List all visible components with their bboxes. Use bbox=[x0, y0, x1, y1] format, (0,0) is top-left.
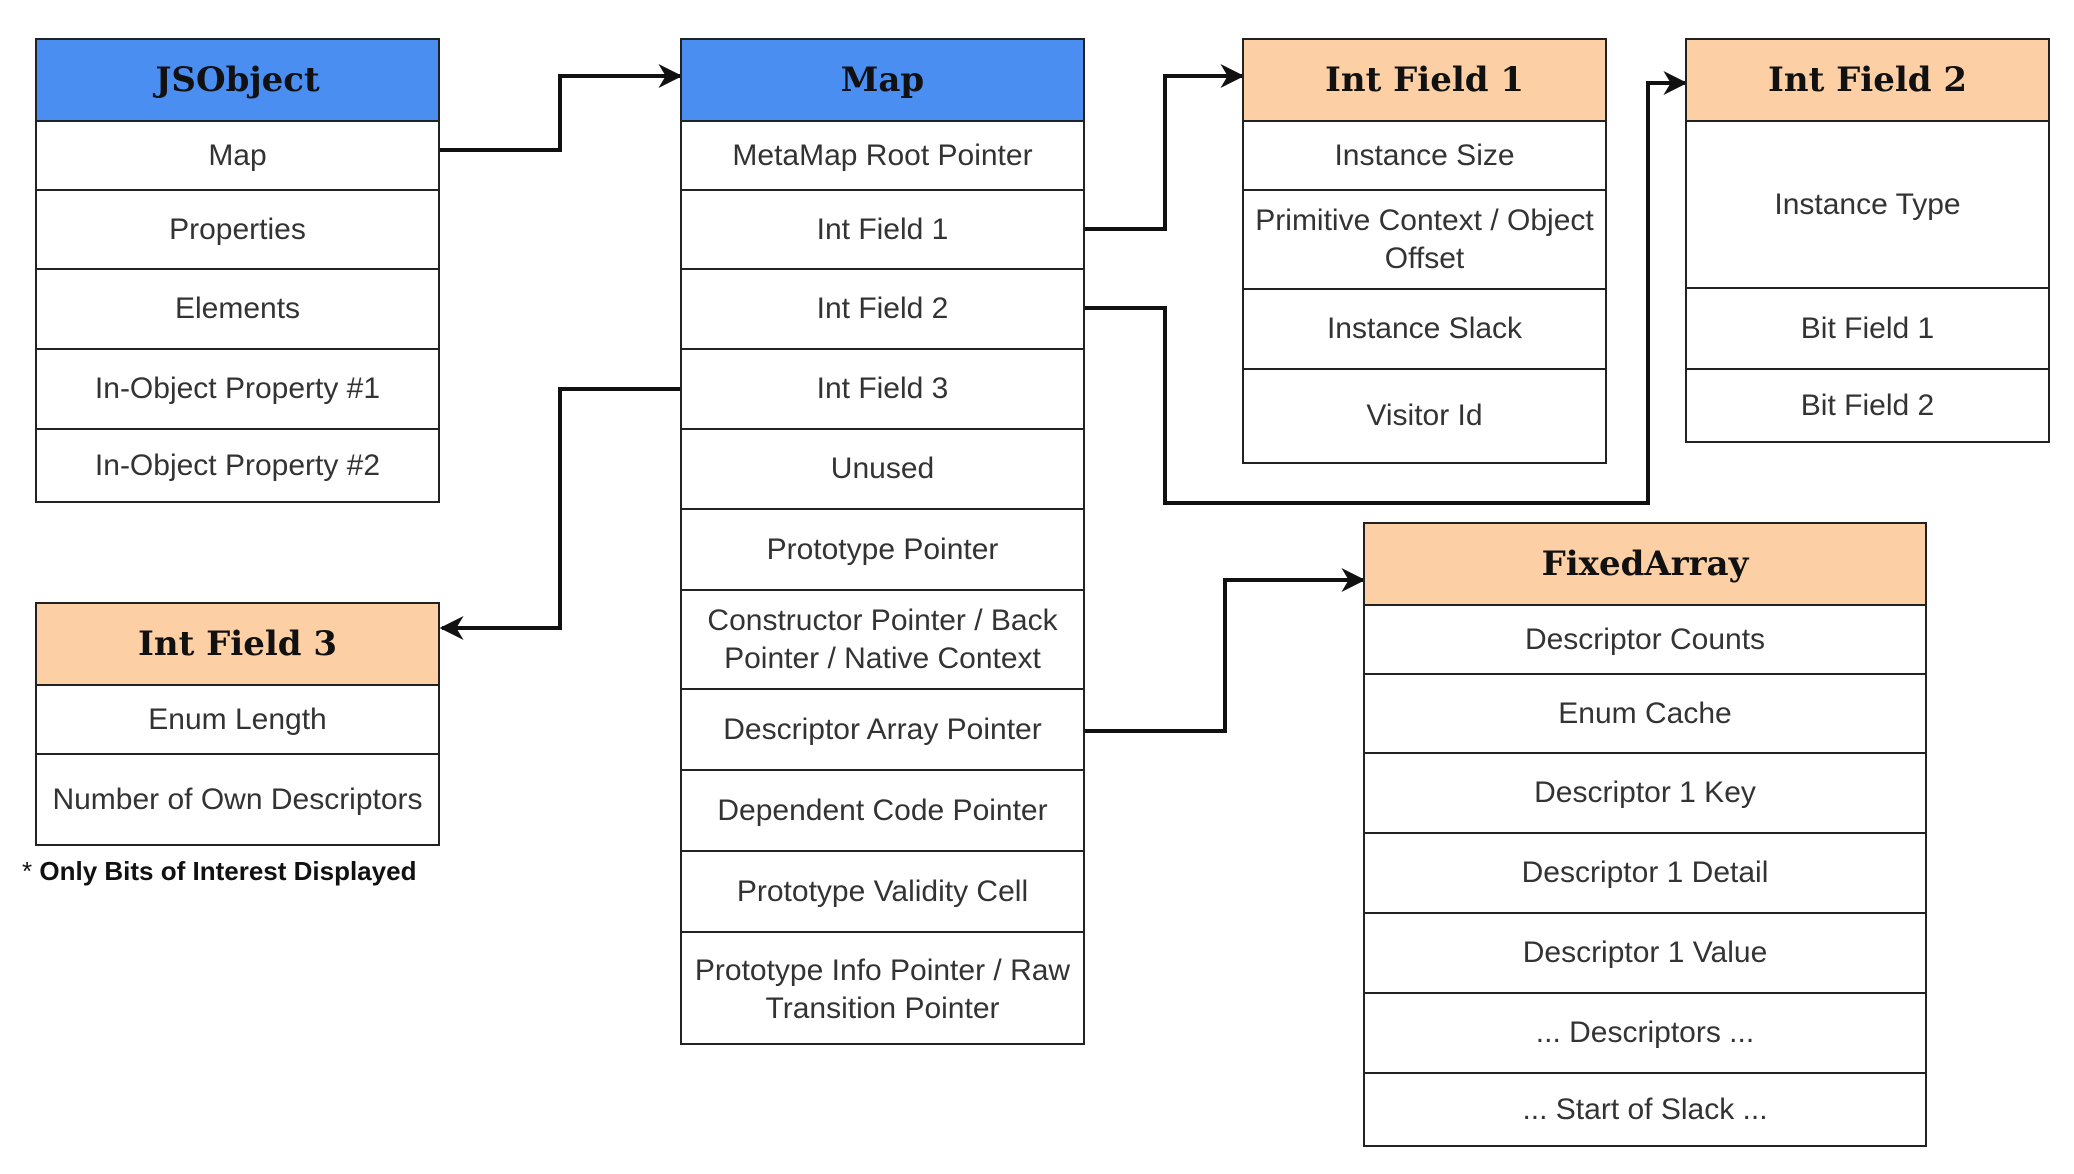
arrow-int-field-2-to-int-field-2-box bbox=[1085, 71, 1688, 505]
jsobject-box: JSObject Map Properties Elements In-Obje… bbox=[35, 38, 440, 503]
map-row-constructor-pointer: Constructor Pointer / Back Pointer / Nat… bbox=[682, 591, 1083, 690]
map-row-descriptor-array-pointer: Descriptor Array Pointer bbox=[682, 690, 1083, 771]
fixed-array-row-descriptor-1-detail: Descriptor 1 Detail bbox=[1365, 834, 1925, 914]
footnote-text: Only Bits of Interest Displayed bbox=[39, 856, 417, 886]
fixed-array-row-descriptor-1-key: Descriptor 1 Key bbox=[1365, 754, 1925, 834]
map-row-int-field-1: Int Field 1 bbox=[682, 191, 1083, 270]
int-field-1-row-visitor-id: Visitor Id bbox=[1366, 399, 1483, 432]
int-field-3-box: Int Field 3 Enum Length Number of Own De… bbox=[35, 602, 440, 846]
fixed-array-title: FixedArray bbox=[1365, 524, 1925, 606]
fixed-array-row-start-of-slack: ... Start of Slack ... bbox=[1522, 1092, 1768, 1126]
map-row-prototype-info-pointer: Prototype Info Pointer / Raw Transition … bbox=[694, 954, 1071, 1025]
arrow-int-field-3-to-int-field-3-box bbox=[439, 387, 680, 640]
map-box: Map MetaMap Root Pointer Int Field 1 Int… bbox=[680, 38, 1085, 1045]
int-field-3-row-enum-length: Enum Length bbox=[37, 686, 438, 755]
footnote: * Only Bits of Interest Displayed bbox=[22, 856, 416, 887]
map-row-int-field-3: Int Field 3 bbox=[682, 350, 1083, 430]
map-row-unused: Unused bbox=[682, 430, 1083, 510]
jsobject-row-in-object-property-2: In-Object Property #2 bbox=[94, 448, 381, 482]
int-field-1-row-instance-slack: Instance Slack bbox=[1244, 290, 1605, 370]
jsobject-row-properties: Properties bbox=[37, 191, 438, 270]
int-field-2-row-bit-field-2: Bit Field 2 bbox=[1800, 388, 1935, 422]
arrow-int-field-1-to-int-field-1-box bbox=[1085, 64, 1245, 231]
int-field-1-row-instance-size: Instance Size bbox=[1244, 122, 1605, 191]
jsobject-row-in-object-property-1: In-Object Property #1 bbox=[37, 350, 438, 430]
jsobject-row-elements: Elements bbox=[37, 270, 438, 350]
footnote-asterisk: * bbox=[22, 856, 33, 886]
int-field-1-row-primitive-context: Primitive Context / Object Offset bbox=[1244, 191, 1605, 290]
arrow-jsobject-map-to-map bbox=[440, 64, 683, 152]
arrow-descriptor-array-to-fixed-array bbox=[1085, 568, 1366, 733]
int-field-2-title: Int Field 2 bbox=[1687, 40, 2048, 122]
fixed-array-row-descriptors: ... Descriptors ... bbox=[1365, 994, 1925, 1074]
map-row-prototype-validity-cell: Prototype Validity Cell bbox=[682, 852, 1083, 933]
int-field-2-row-instance-type: Instance Type bbox=[1687, 122, 2048, 289]
fixed-array-row-enum-cache: Enum Cache bbox=[1365, 675, 1925, 754]
fixed-array-box: FixedArray Descriptor Counts Enum Cache … bbox=[1363, 522, 1927, 1147]
int-field-1-title: Int Field 1 bbox=[1244, 40, 1605, 122]
int-field-2-box: Int Field 2 Instance Type Bit Field 1 Bi… bbox=[1685, 38, 2050, 443]
fixed-array-row-descriptor-1-value: Descriptor 1 Value bbox=[1365, 914, 1925, 994]
jsobject-title: JSObject bbox=[37, 40, 438, 122]
int-field-1-box: Int Field 1 Instance Size Primitive Cont… bbox=[1242, 38, 1607, 464]
map-title: Map bbox=[682, 40, 1083, 122]
map-row-dependent-code-pointer: Dependent Code Pointer bbox=[682, 771, 1083, 852]
map-row-int-field-2: Int Field 2 bbox=[682, 270, 1083, 350]
jsobject-row-map: Map bbox=[37, 122, 438, 191]
int-field-2-row-bit-field-1: Bit Field 1 bbox=[1687, 289, 2048, 370]
map-row-prototype-pointer: Prototype Pointer bbox=[682, 510, 1083, 591]
fixed-array-row-descriptor-counts: Descriptor Counts bbox=[1365, 606, 1925, 675]
int-field-3-row-number-of-own-descriptors: Number of Own Descriptors bbox=[52, 782, 423, 816]
map-row-metamap-root-pointer: MetaMap Root Pointer bbox=[682, 122, 1083, 191]
int-field-3-title: Int Field 3 bbox=[37, 604, 438, 686]
